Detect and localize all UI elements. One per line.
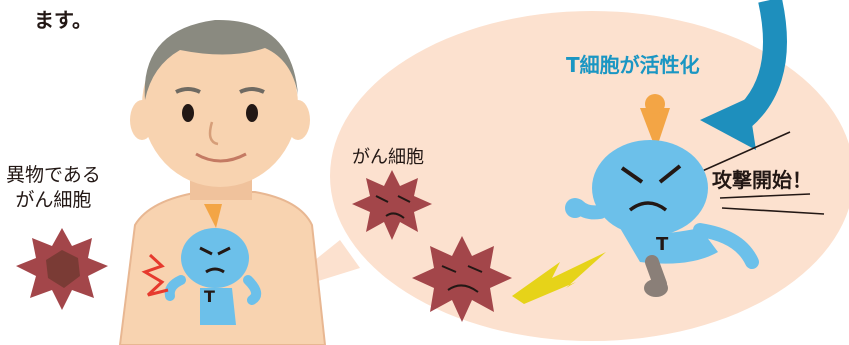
t-cell-small: [141, 228, 262, 325]
foreign-cancer-label-line-2: がん細胞: [15, 189, 92, 211]
cancer-cell-2: [412, 236, 512, 322]
attack-start-label: 攻撃開始！: [712, 168, 812, 192]
cancer-cell-1: [352, 170, 432, 240]
t-cell-large-mark: T: [656, 234, 669, 255]
t-cell-large: [565, 94, 759, 297]
cancer-cell-label: がん細胞: [352, 147, 424, 168]
man-figure: [118, 19, 327, 345]
speed-lines: [699, 131, 825, 215]
activation-arrow-head: [700, 98, 756, 150]
foreign-cancer-label-line-1: 異物である: [6, 164, 101, 186]
lightning-bolt: [512, 252, 606, 304]
t-cell-small-mark: T: [204, 287, 215, 306]
foreign-cancer-label: 異物である がん細胞: [6, 163, 101, 213]
t-cell-activated-label: T細胞が活性化: [566, 53, 700, 77]
foreign-cancer-cell: [16, 228, 108, 310]
top-text: ます。: [34, 8, 92, 32]
